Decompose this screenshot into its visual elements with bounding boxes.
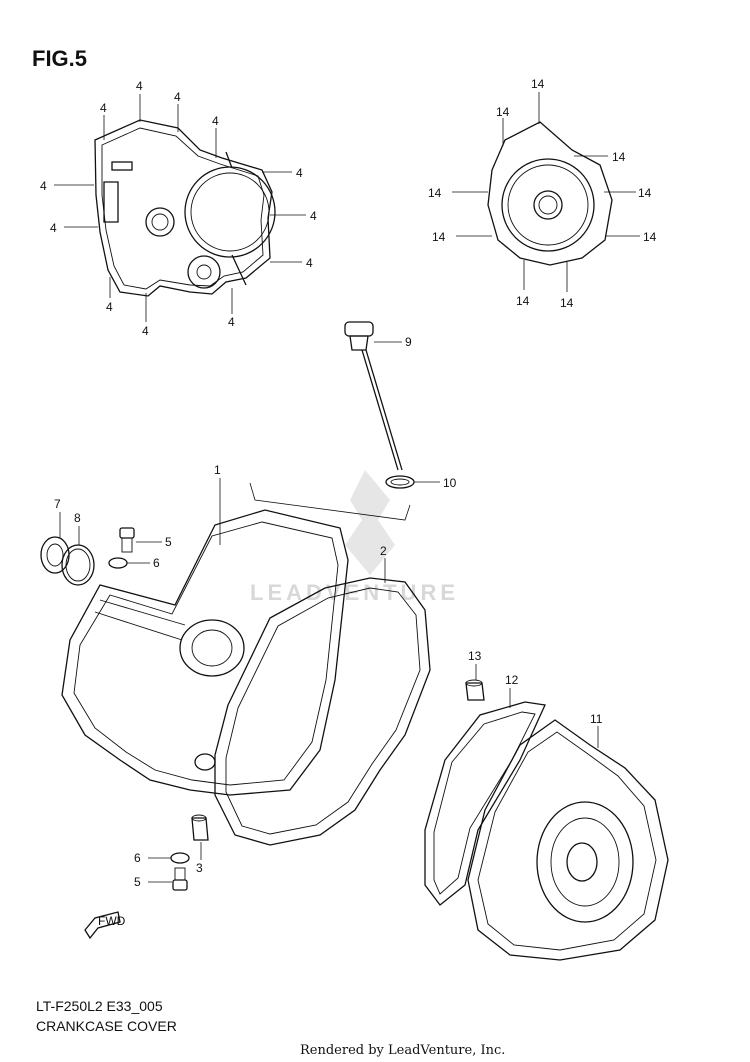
callout-14-top: 14	[531, 77, 545, 91]
callout-4-right-3: 4	[306, 256, 313, 270]
dowel-pin-part-13: 13	[465, 649, 485, 701]
oil-seal-part-7: 7	[40, 497, 70, 574]
callout-14-right-2: 14	[638, 186, 652, 200]
callout-3: 3	[196, 861, 203, 875]
callout-14-right-3: 14	[643, 230, 657, 244]
callout-4-left-2: 4	[50, 221, 57, 235]
callout-4-upper-right: 4	[212, 114, 219, 128]
crankcase-cover-part-1: 1	[61, 463, 349, 796]
callout-14-left-2: 14	[432, 230, 446, 244]
generator-cover-top-view	[487, 121, 613, 266]
callout-4-upper-left: 4	[100, 101, 107, 115]
dipstick-part-9: 9	[344, 321, 412, 471]
callout-14-left-1: 14	[428, 186, 442, 200]
watermark-text: LEADVENTURE	[250, 580, 459, 605]
generator-cover-part-11: 11	[467, 712, 669, 961]
callout-4-left-1: 4	[40, 179, 47, 193]
callout-9: 9	[405, 335, 412, 349]
callout-13: 13	[468, 649, 482, 663]
callout-4-bottom-1: 4	[106, 300, 113, 314]
bolt-4-callouts: 4 4 4 4 4 4 4 4 4 4 4 4	[40, 79, 317, 338]
callout-4-bottom-3: 4	[228, 315, 235, 329]
callout-5-lower: 5	[134, 875, 141, 889]
callout-14-bottom-2: 14	[560, 296, 574, 310]
figure-title: FIG.5	[32, 46, 88, 71]
forward-arrow-icon: FWD	[84, 911, 126, 940]
render-credit: Rendered by LeadVenture, Inc.	[300, 1043, 506, 1058]
callout-4-upper-mid: 4	[174, 90, 181, 104]
callout-12: 12	[505, 673, 519, 687]
gasket-part-2: 2	[214, 544, 431, 846]
o-ring-part-10: 10	[385, 475, 457, 490]
callout-14-right-1: 14	[612, 150, 626, 164]
gasket-part-12: 12	[424, 673, 546, 906]
assembly-bracket	[249, 482, 411, 521]
bolt-part-5-upper: 5	[119, 527, 172, 553]
callout-14-upper-left: 14	[496, 105, 510, 119]
callout-1: 1	[214, 463, 221, 477]
watermark: LEADVENTURE	[250, 470, 459, 605]
callout-10: 10	[443, 476, 457, 490]
callout-8: 8	[74, 511, 81, 525]
diagram-name: CRANKCASE COVER	[36, 1018, 177, 1034]
diagram-code: LT-F250L2 E33_005	[36, 998, 163, 1014]
callout-6-upper: 6	[153, 556, 160, 570]
bolt-14-callouts: 14 14 14 14 14 14 14 14 14	[428, 77, 657, 310]
callout-6-lower: 6	[134, 851, 141, 865]
bolt-part-5-lower: 5	[134, 867, 188, 891]
callout-14-bottom-1: 14	[516, 294, 530, 308]
callout-4-right-1: 4	[296, 166, 303, 180]
washer-part-6-upper: 6	[108, 556, 160, 570]
callout-7: 7	[54, 497, 61, 511]
callout-4-top: 4	[136, 79, 143, 93]
callout-11: 11	[590, 712, 603, 726]
o-ring-part-8: 8	[61, 511, 95, 586]
washer-part-6-lower: 6	[134, 851, 190, 865]
crankcase-cover-top-view	[94, 119, 276, 297]
callout-2: 2	[380, 544, 387, 558]
dowel-pin-part-3: 3	[191, 814, 209, 875]
callout-5-upper: 5	[165, 535, 172, 549]
callout-4-bottom-2: 4	[142, 324, 149, 338]
callout-4-right-2: 4	[310, 209, 317, 223]
fwd-label: FWD	[98, 914, 126, 928]
